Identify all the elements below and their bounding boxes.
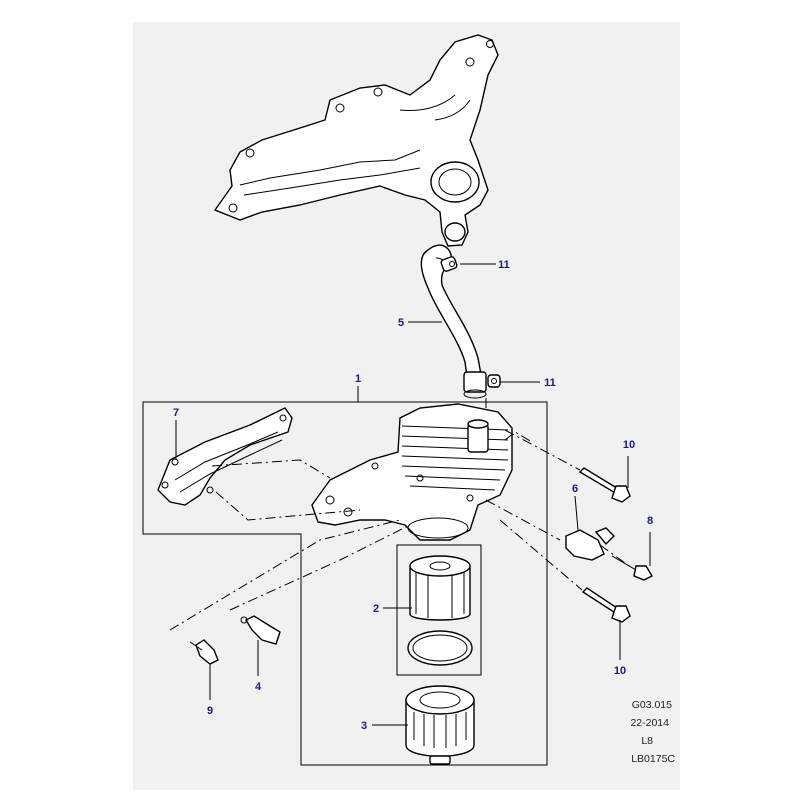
- callout-5: 5: [398, 317, 404, 329]
- oil-filter-cap: [405, 685, 475, 765]
- bolt-9: [189, 639, 219, 700]
- callout-7: 7: [173, 407, 179, 419]
- callout-10-upper: 10: [623, 439, 635, 451]
- oil-cooler-gasket: [157, 407, 293, 506]
- oil-cooler-housing: [311, 403, 513, 541]
- callout-4: 4: [255, 681, 262, 693]
- bolt-8: [611, 532, 653, 581]
- callout-9: 9: [207, 705, 213, 717]
- callout-6: 6: [572, 483, 578, 495]
- ref-date: 22-2014: [630, 717, 669, 729]
- leader-lines: [175, 263, 540, 726]
- callout-10-lower: 10: [614, 665, 626, 677]
- bolt-10-upper: [578, 456, 631, 503]
- bolt-10-lower: [581, 587, 631, 660]
- callout-11-upper: 11: [498, 259, 510, 271]
- callout-8: 8: [647, 515, 653, 527]
- callout-2: 2: [373, 603, 379, 615]
- callout-3: 3: [361, 720, 367, 732]
- ref-drawing-number: LB0175C: [631, 753, 675, 765]
- callout-1: 1: [355, 373, 361, 385]
- hose-clamp-lower: [487, 374, 501, 388]
- assembly-lines: [169, 398, 633, 631]
- ref-model: L8: [641, 735, 653, 747]
- sensor-6: [565, 495, 615, 561]
- oil-pressure-switch: [240, 615, 281, 676]
- ref-group: G03.015: [632, 699, 672, 711]
- exhaust-manifold: [213, 34, 499, 247]
- oil-filter-element: [396, 544, 482, 676]
- kit-bracket: [142, 386, 548, 766]
- hose-clamp-upper: [440, 256, 458, 272]
- callout-11-lower: 11: [544, 377, 556, 389]
